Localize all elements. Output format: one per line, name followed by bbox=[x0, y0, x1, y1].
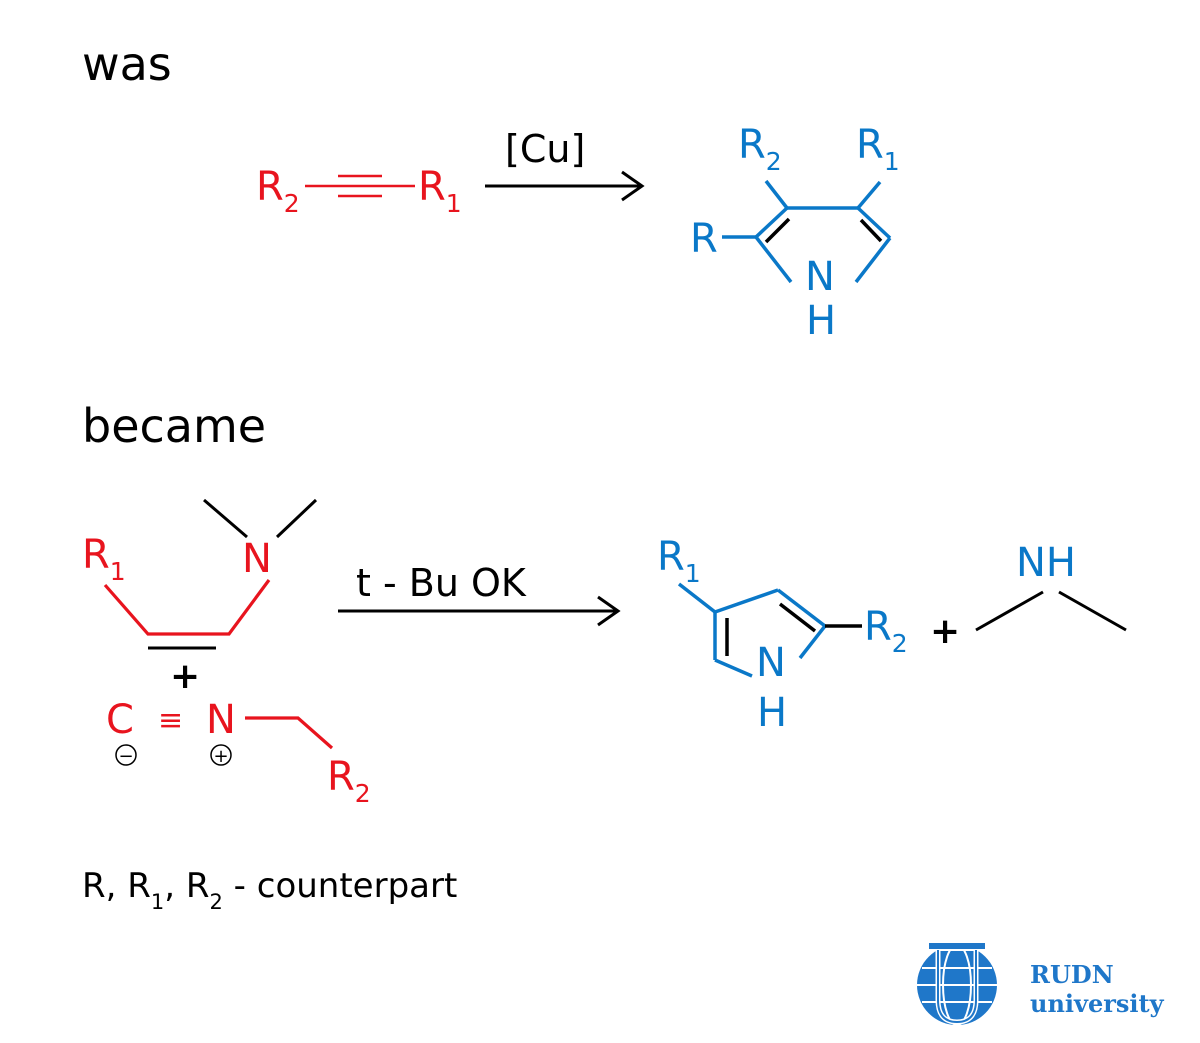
isocyanide-reactant: C ≡ N R2 − + bbox=[106, 697, 371, 808]
reaction-arrow-was bbox=[485, 170, 645, 202]
svg-text:R2: R2 bbox=[256, 164, 300, 218]
svg-text:N: N bbox=[756, 640, 786, 686]
plus-reactants: + bbox=[170, 656, 200, 697]
svg-text:R1: R1 bbox=[418, 164, 462, 218]
svg-text:≡: ≡ bbox=[158, 703, 183, 738]
reagent-cu: [Cu] bbox=[505, 127, 585, 171]
positive-charge-icon: + bbox=[210, 744, 232, 767]
svg-text:N: N bbox=[206, 697, 236, 743]
svg-text:R1: R1 bbox=[657, 534, 701, 588]
heading-was: was bbox=[82, 37, 172, 91]
reagent-tbuok: t - Bu OK bbox=[356, 561, 527, 605]
dimethylamine-byproduct: NH bbox=[975, 540, 1127, 632]
svg-text:R: R bbox=[690, 216, 718, 262]
svg-text:H: H bbox=[806, 298, 836, 344]
svg-text:N: N bbox=[242, 536, 272, 582]
rudn-logo: RUDN university bbox=[917, 941, 1165, 1026]
svg-text:R2: R2 bbox=[738, 122, 782, 176]
heading-became: became bbox=[82, 399, 266, 453]
svg-text:H: H bbox=[757, 690, 787, 736]
rudn-globe-icon bbox=[917, 941, 997, 1026]
svg-text:C: C bbox=[106, 697, 134, 743]
svg-text:−: − bbox=[118, 746, 133, 767]
svg-text:university: university bbox=[1030, 989, 1165, 1018]
svg-text:+: + bbox=[213, 746, 228, 767]
svg-text:NH: NH bbox=[1016, 540, 1076, 586]
negative-charge-icon: − bbox=[115, 744, 137, 767]
reaction-arrow-became bbox=[338, 595, 621, 627]
footnote: R, R1, R2 - counterpart bbox=[82, 866, 457, 914]
pyrrole-product-was: R R2 R1 N H bbox=[690, 122, 900, 344]
svg-text:R2: R2 bbox=[327, 754, 371, 808]
enamine-reactant: R1 N bbox=[82, 498, 318, 650]
alkyne-reactant: R2 R1 bbox=[256, 164, 462, 218]
pyrrole-product-became: R1 R2 N H bbox=[657, 534, 908, 736]
svg-text:R2: R2 bbox=[864, 604, 908, 658]
triple-bond bbox=[305, 174, 415, 198]
svg-text:N: N bbox=[805, 254, 835, 300]
plus-products: + bbox=[930, 611, 960, 652]
svg-text:R1: R1 bbox=[856, 122, 900, 176]
svg-text:RUDN: RUDN bbox=[1030, 960, 1114, 989]
svg-text:R1: R1 bbox=[82, 532, 126, 586]
